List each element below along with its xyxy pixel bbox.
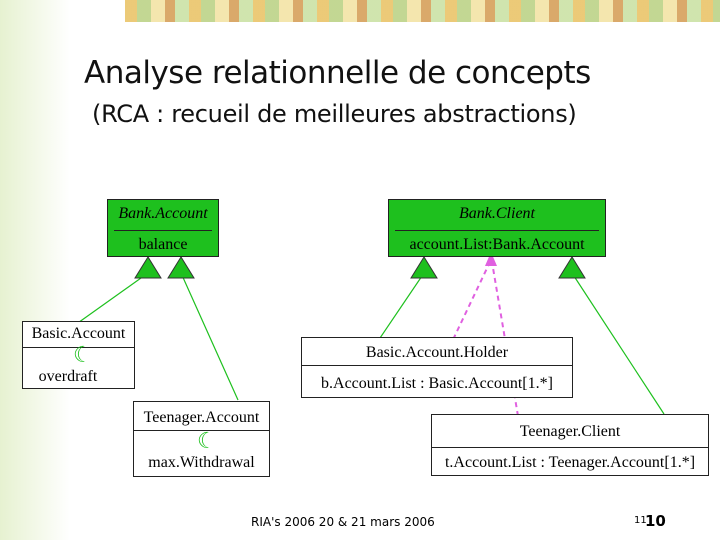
class-bank-client[interactable]: Bank.Client account.List:Bank.Account (388, 199, 606, 257)
link-basic-to-bankaccount (74, 272, 149, 326)
crescent-moon-icon: ☾ (197, 429, 217, 454)
class-attribute: max.Withdrawal (148, 454, 255, 471)
class-teenager-client[interactable]: Teenager.Client t.Account.List : Teenage… (431, 414, 709, 476)
class-name: Bank.Client (459, 205, 535, 222)
link-holder-to-bankclient (379, 272, 425, 339)
class-name: Basic.Account.Holder (365, 344, 509, 361)
inheritance-arrow-icon (134, 256, 162, 279)
slide-subtitle: (RCA : recueil de meilleures abstraction… (92, 100, 577, 128)
link-teenager-to-bankaccount (180, 272, 239, 401)
class-name: Teenager.Account (143, 409, 260, 426)
class-teenager-account[interactable]: Teenager.Account max.Withdrawal (133, 401, 270, 477)
inheritance-arrow-icon (558, 256, 586, 279)
class-separator (302, 365, 572, 366)
page-number: 10 (645, 512, 666, 530)
class-attribute: account.List:Bank.Account (409, 236, 585, 253)
class-name: Basic.Account (31, 325, 126, 342)
inheritance-arrow-icon (410, 256, 438, 279)
class-separator (134, 430, 269, 431)
inheritance-arrow-icon (167, 256, 195, 279)
class-attribute: overdraft (38, 368, 98, 385)
link-teenclient-to-bankclient (571, 272, 665, 415)
class-attribute: b.Account.List : Basic.Account[1.*] (321, 375, 553, 392)
class-separator (114, 230, 212, 231)
class-separator (395, 230, 599, 231)
page-number-small: 11 (634, 515, 647, 526)
class-name: Teenager.Client (519, 423, 621, 440)
class-name: Bank.Account (118, 205, 208, 222)
slide-title: Analyse relationnelle de concepts (84, 55, 591, 91)
slide-footer: RIA's 2006 20 & 21 mars 2006 (251, 515, 435, 529)
class-basic-account[interactable]: Basic.Account overdraft (22, 321, 135, 389)
relation-link-teenclient (491, 261, 519, 417)
class-attribute: t.Account.List : Teenager.Account[1.*] (444, 454, 696, 471)
background-foliage-left (0, 0, 70, 540)
crescent-moon-icon: ☾ (73, 343, 93, 368)
class-attribute: balance (138, 236, 188, 253)
class-separator (23, 347, 134, 348)
relation-arrow-icon (485, 252, 497, 266)
class-separator (432, 447, 708, 448)
background-flower-banner (125, 0, 720, 22)
class-bank-account[interactable]: Bank.Account balance (107, 199, 219, 257)
class-basic-account-holder[interactable]: Basic.Account.Holder b.Account.List : Ba… (301, 337, 573, 398)
